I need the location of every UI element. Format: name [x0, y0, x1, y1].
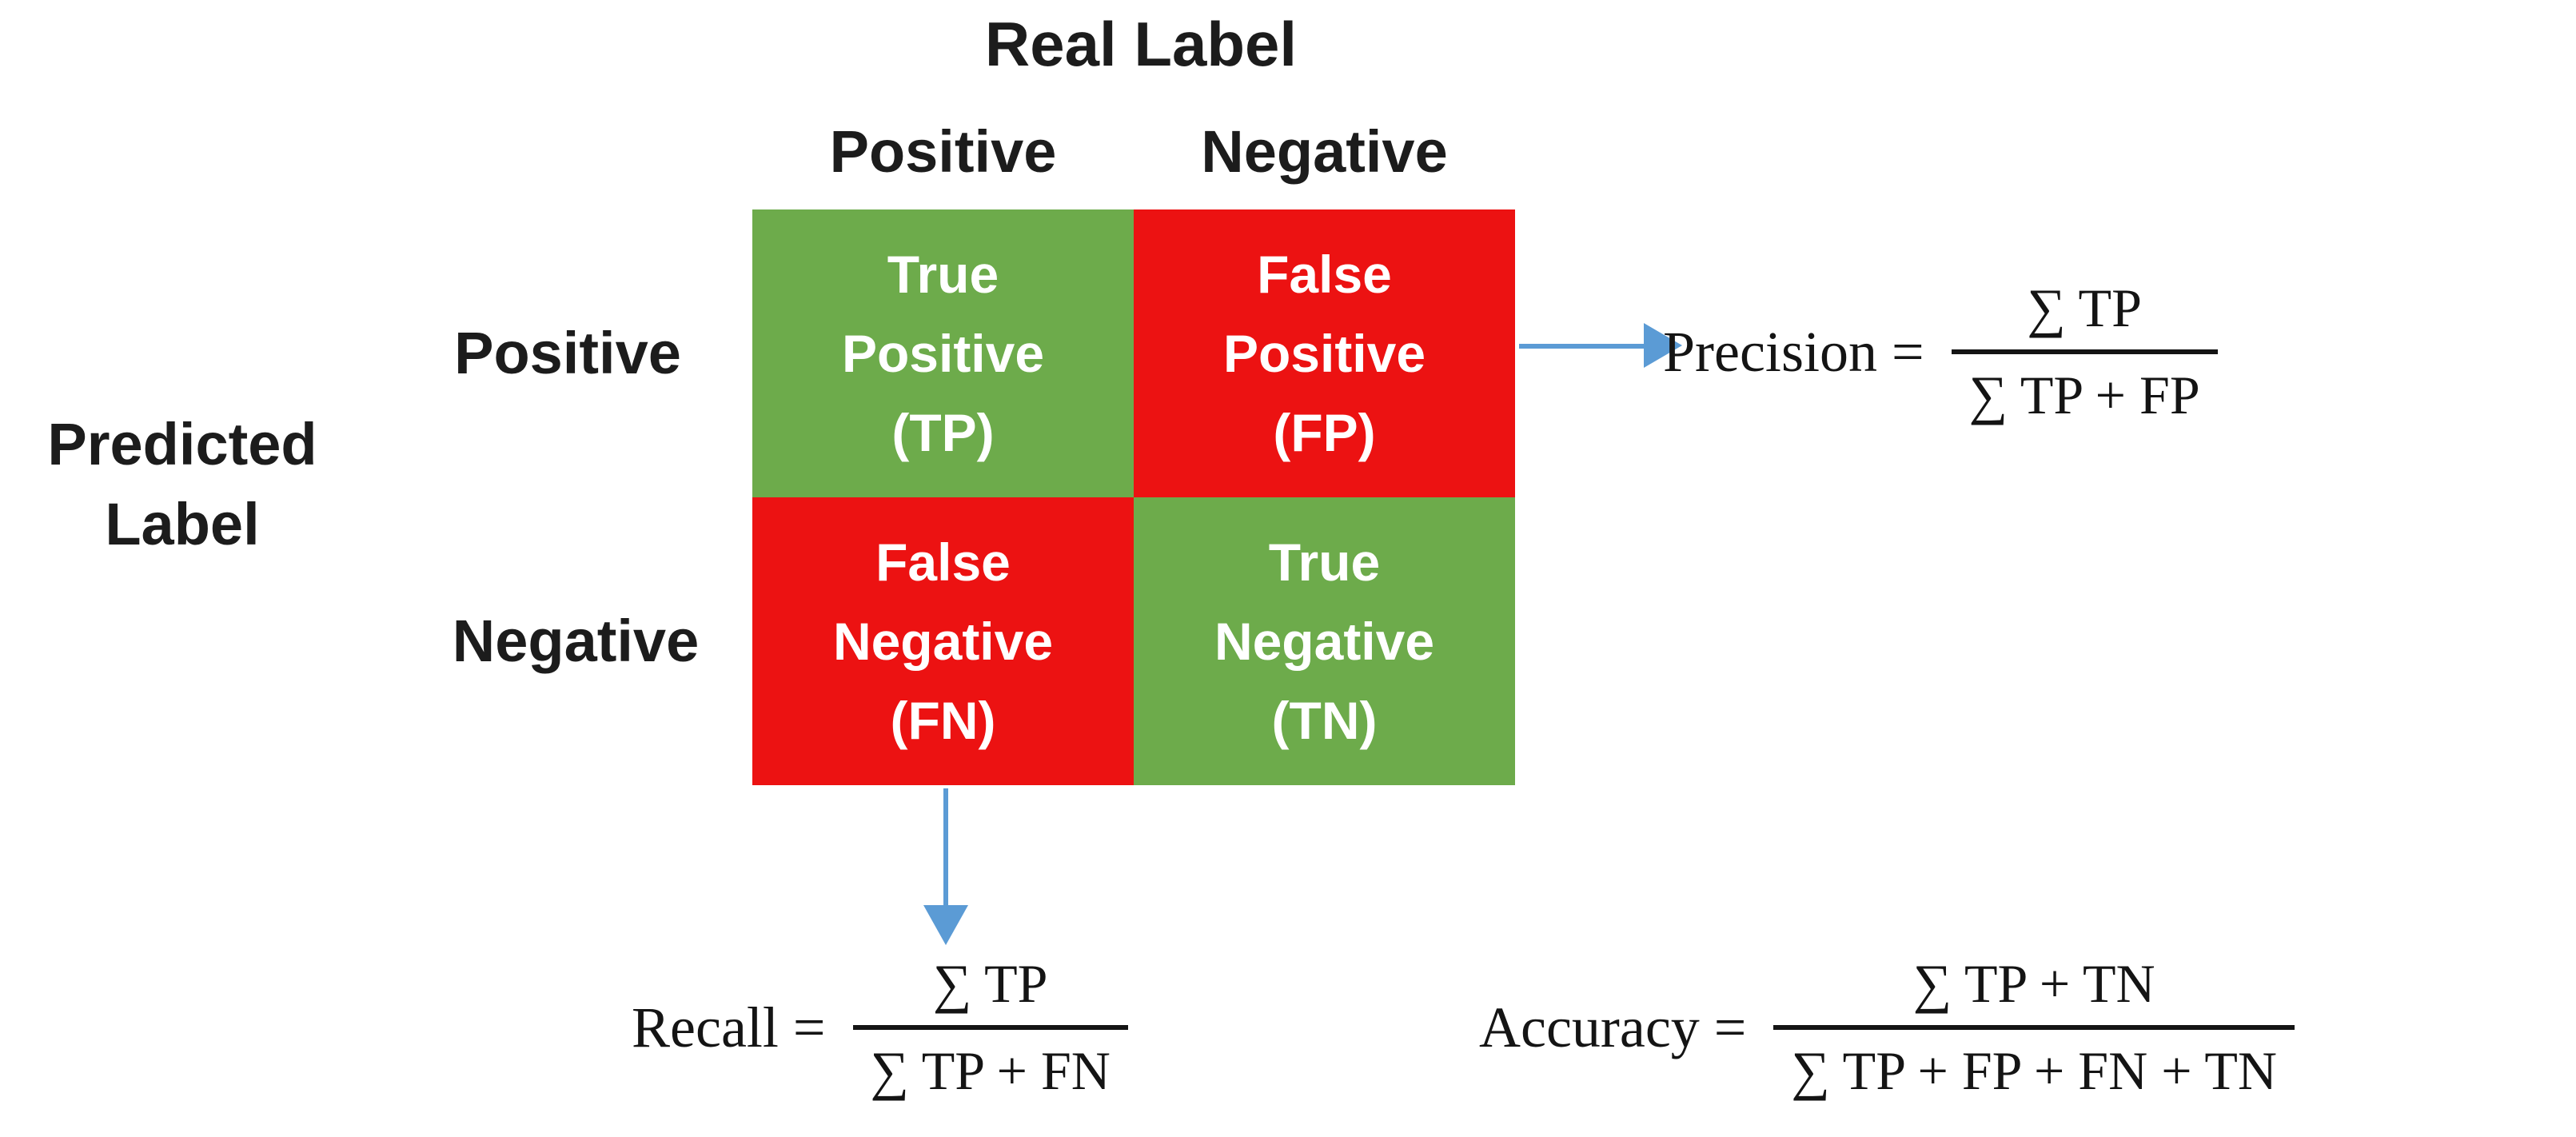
precision-formula: Precision = ∑ TP ∑ TP + FP	[1663, 232, 2218, 472]
cell-fn-line3: (FN)	[890, 690, 996, 750]
cell-tp-line2: Positive	[841, 323, 1045, 383]
predicted-label-line2: Label	[105, 491, 260, 557]
recall-formula: Recall = ∑ TP ∑ TP + FN	[632, 908, 1128, 1137]
precision-formula-label: Precision =	[1663, 319, 1924, 384]
predicted-label-axis-title: Predicted Label	[0, 405, 365, 565]
cell-false-positive: False Positive (FP)	[1134, 209, 1515, 497]
column-header-negative: Negative	[1201, 118, 1448, 185]
precision-arrow-head-icon	[1644, 323, 1682, 368]
accuracy-fraction: ∑ TP + TN ∑ TP + FP + FN + TN	[1773, 952, 2295, 1103]
confusion-matrix: True Positive (TP) False Positive (FP) F…	[752, 209, 1515, 785]
recall-arrow-shaft-icon	[943, 788, 948, 908]
recall-arrow-head-icon	[923, 905, 968, 945]
cell-fp-line3: (FP)	[1273, 402, 1376, 462]
precision-numerator: ∑ TP	[2027, 277, 2142, 338]
accuracy-formula-label: Accuracy =	[1479, 995, 1747, 1059]
cell-fp-line1: False	[1257, 244, 1392, 304]
cell-tp-line1: True	[887, 244, 999, 304]
precision-arrow-shaft-icon	[1519, 344, 1647, 349]
recall-denominator: ∑ TP + FN	[852, 1025, 1128, 1103]
precision-fraction: ∑ TP ∑ TP + FP	[1951, 277, 2218, 427]
cell-false-negative: False Negative (FN)	[752, 497, 1134, 785]
recall-formula-label: Recall =	[632, 995, 826, 1059]
cell-tn-line3: (TN)	[1271, 690, 1378, 750]
cell-tn-line1: True	[1268, 532, 1381, 592]
cell-fn-line2: Negative	[832, 611, 1054, 671]
row-header-positive: Positive	[454, 320, 681, 386]
accuracy-denominator: ∑ TP + FP + FN + TN	[1773, 1025, 2295, 1103]
cell-true-positive: True Positive (TP)	[752, 209, 1134, 497]
cell-true-negative: True Negative (TN)	[1134, 497, 1515, 785]
accuracy-numerator: ∑ TP + TN	[1912, 953, 2155, 1014]
predicted-label-line1: Predicted	[47, 411, 317, 477]
real-label-axis-title: Real Label	[984, 9, 1298, 79]
recall-numerator: ∑ TP	[932, 953, 1048, 1014]
accuracy-formula: Accuracy = ∑ TP + TN ∑ TP + FP + FN + TN	[1479, 908, 2295, 1137]
recall-fraction: ∑ TP ∑ TP + FN	[852, 952, 1128, 1103]
column-header-positive: Positive	[829, 118, 1057, 185]
cell-tp-line3: (TP)	[891, 402, 995, 462]
cell-fp-line2: Positive	[1222, 323, 1426, 383]
row-header-negative: Negative	[452, 608, 700, 674]
cell-tn-line2: Negative	[1214, 611, 1435, 671]
precision-denominator: ∑ TP + FP	[1951, 349, 2218, 427]
cell-fn-line1: False	[875, 532, 1011, 592]
